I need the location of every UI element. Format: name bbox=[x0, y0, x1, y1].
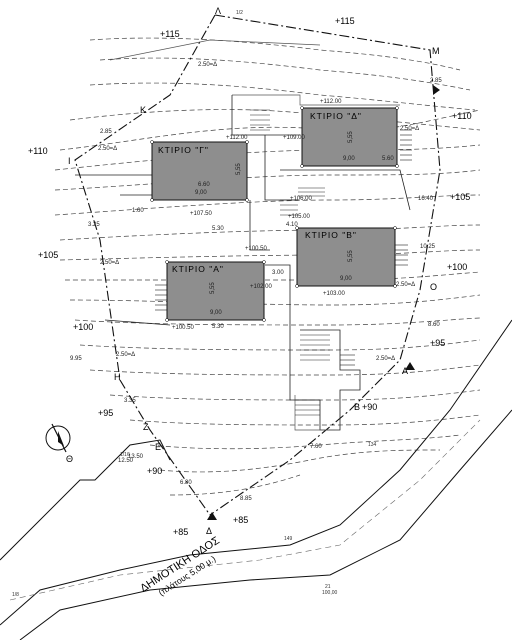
point-labels: Λ Μ Κ Ι Ο Η Ζ Ε Α Β Δ bbox=[68, 6, 440, 536]
survey-mark: 149 bbox=[284, 536, 293, 542]
contour-label: +110 bbox=[28, 146, 48, 156]
level-mark: +105.00 bbox=[288, 214, 311, 220]
building-alpha[interactable]: ΚΤΙΡΙΟ "Α" 9,00 5,55 bbox=[165, 260, 266, 322]
level-marks: +112.00 +112.00 +109.00 +107.50 +106.00 … bbox=[172, 99, 346, 331]
survey-mark: 134 bbox=[368, 442, 377, 448]
point-label: Α bbox=[402, 366, 408, 376]
dimension-note: 2.50=Δ bbox=[198, 62, 217, 68]
building-beta-depth: 5,55 bbox=[348, 250, 354, 262]
dimension-note: 2.50=Δ bbox=[100, 260, 119, 266]
level-mark: +109.00 bbox=[283, 135, 306, 141]
section-markers bbox=[207, 85, 440, 520]
road-label: ΔΗΜΟΤΙΚΗ ΟΔΟΣ (πλάτους 5,00 μ.) bbox=[138, 535, 222, 598]
contour-label: +90 bbox=[362, 402, 377, 412]
contour-label: +100 bbox=[73, 322, 93, 332]
survey-mark: 21 bbox=[325, 584, 331, 590]
point-label: Ε bbox=[155, 442, 161, 452]
level-mark: +107.50 bbox=[190, 211, 213, 217]
dimension-note: 3.00 bbox=[272, 270, 284, 276]
dimension-note: 13.50 bbox=[128, 454, 144, 460]
building-alpha-width: 9,00 bbox=[210, 310, 222, 316]
dimension-note: 5.30 bbox=[212, 226, 224, 232]
dimension-note: 5.60 bbox=[382, 156, 394, 162]
dimension-note: 6.80 bbox=[180, 480, 192, 486]
north-label: Θ bbox=[66, 454, 73, 464]
contour-label: +100 bbox=[447, 262, 467, 272]
point-label: Μ bbox=[432, 46, 440, 56]
dimension-note: 2.50=Δ bbox=[376, 356, 395, 362]
municipal-road bbox=[0, 319, 512, 640]
survey-mark: 1/2 bbox=[236, 10, 243, 16]
building-alpha-label: ΚΤΙΡΙΟ "Α" bbox=[172, 264, 224, 274]
building-delta[interactable]: ΚΤΙΡΙΟ "Δ" 9,00 5,55 bbox=[300, 106, 399, 168]
dimension-note: 2.85 bbox=[430, 78, 442, 84]
building-beta[interactable]: ΚΤΙΡΙΟ "Β" 9,00 5,55 bbox=[295, 226, 397, 288]
dimension-note: 5.30 bbox=[212, 324, 224, 330]
level-mark: +100.50 bbox=[172, 325, 195, 331]
survey-mark: 1/16 bbox=[120, 452, 130, 458]
building-gamma-depth: 5,55 bbox=[236, 163, 242, 175]
contour-label: +90 bbox=[147, 466, 162, 476]
level-mark: +112.00 bbox=[226, 135, 248, 141]
dimension-note: 9.95 bbox=[70, 356, 82, 362]
building-delta-depth: 5,55 bbox=[348, 131, 354, 143]
contour-label: +105 bbox=[450, 192, 470, 202]
point-label: Λ bbox=[215, 6, 221, 16]
contour-label: +105 bbox=[38, 250, 58, 260]
level-mark: +112.00 bbox=[320, 99, 342, 105]
point-label: Β bbox=[354, 402, 360, 412]
building-gamma-width: 9,00 bbox=[195, 190, 207, 196]
dimension-note: 2.85 bbox=[100, 129, 112, 135]
contour-label: +95 bbox=[98, 408, 113, 418]
point-label: Η bbox=[114, 372, 121, 382]
stairs bbox=[155, 109, 412, 416]
level-mark: +103.00 bbox=[323, 291, 346, 297]
point-label: Ζ bbox=[143, 422, 149, 432]
point-label: Κ bbox=[140, 105, 146, 115]
level-mark: +102.00 bbox=[250, 284, 273, 290]
dimension-note: 3.25 bbox=[88, 222, 100, 228]
dimension-note: 10.25 bbox=[420, 244, 436, 250]
contour-lines bbox=[54, 37, 481, 496]
dimension-note: 3.35 bbox=[124, 398, 136, 404]
contour-label: +85 bbox=[173, 527, 188, 537]
level-mark: +106.00 bbox=[290, 196, 313, 202]
contour-label: +110 bbox=[452, 111, 472, 121]
survey-mark: 1/8 bbox=[12, 592, 19, 598]
building-delta-label: ΚΤΙΡΙΟ "Δ" bbox=[310, 111, 362, 121]
dimension-note: 1.60 bbox=[132, 208, 144, 214]
north-arrow: Θ bbox=[45, 423, 73, 464]
contour-label: +115 bbox=[335, 16, 355, 26]
dimension-note: 8.85 bbox=[240, 496, 252, 502]
building-beta-label: ΚΤΙΡΙΟ "Β" bbox=[305, 230, 357, 240]
level-mark: +100.50 bbox=[245, 246, 268, 252]
building-beta-width: 9,00 bbox=[340, 276, 352, 282]
dimension-note: 7.60 bbox=[310, 444, 322, 450]
dimension-note: 2.50=Δ bbox=[396, 282, 415, 288]
building-alpha-depth: 5,55 bbox=[210, 282, 216, 294]
dimension-note: 12.50 bbox=[118, 458, 134, 464]
point-label: Ο bbox=[430, 282, 437, 292]
building-gamma-label: ΚΤΙΡΙΟ "Γ" bbox=[158, 145, 209, 155]
contour-label: +85 bbox=[233, 515, 248, 525]
building-gamma[interactable]: ΚΤΙΡΙΟ "Γ" 9,00 5,55 bbox=[150, 140, 249, 202]
dimension-note: 2.50=Δ bbox=[400, 126, 419, 132]
survey-marks: 21 100,00 1/2 1/8 1/16 149 134 bbox=[12, 10, 377, 598]
property-boundary bbox=[74, 14, 441, 516]
dimension-note: 8.60 bbox=[428, 322, 440, 328]
point-label: Ι bbox=[68, 156, 71, 166]
dimension-note: 2.50=Δ bbox=[116, 352, 135, 358]
dimension-note: 4.10 bbox=[286, 222, 298, 228]
dimension-note: 2.50=Δ bbox=[98, 146, 117, 152]
contour-elevation-labels: +115 +115 +110 +110 +105 +105 +100 +100 … bbox=[28, 16, 472, 537]
contour-label: +115 bbox=[160, 29, 180, 39]
dimension-note: 16.40 bbox=[418, 196, 434, 202]
building-delta-width: 9,00 bbox=[343, 156, 355, 162]
dimension-notes: 2.50=Δ 2.50=Δ 2.50=Δ 2.50=Δ 2.50=Δ 2.50=… bbox=[70, 62, 442, 502]
contour-label: +95 bbox=[430, 338, 445, 348]
point-label: Δ bbox=[206, 526, 212, 536]
survey-mark: 100,00 bbox=[322, 590, 338, 596]
dimension-note: 6.60 bbox=[198, 182, 210, 188]
